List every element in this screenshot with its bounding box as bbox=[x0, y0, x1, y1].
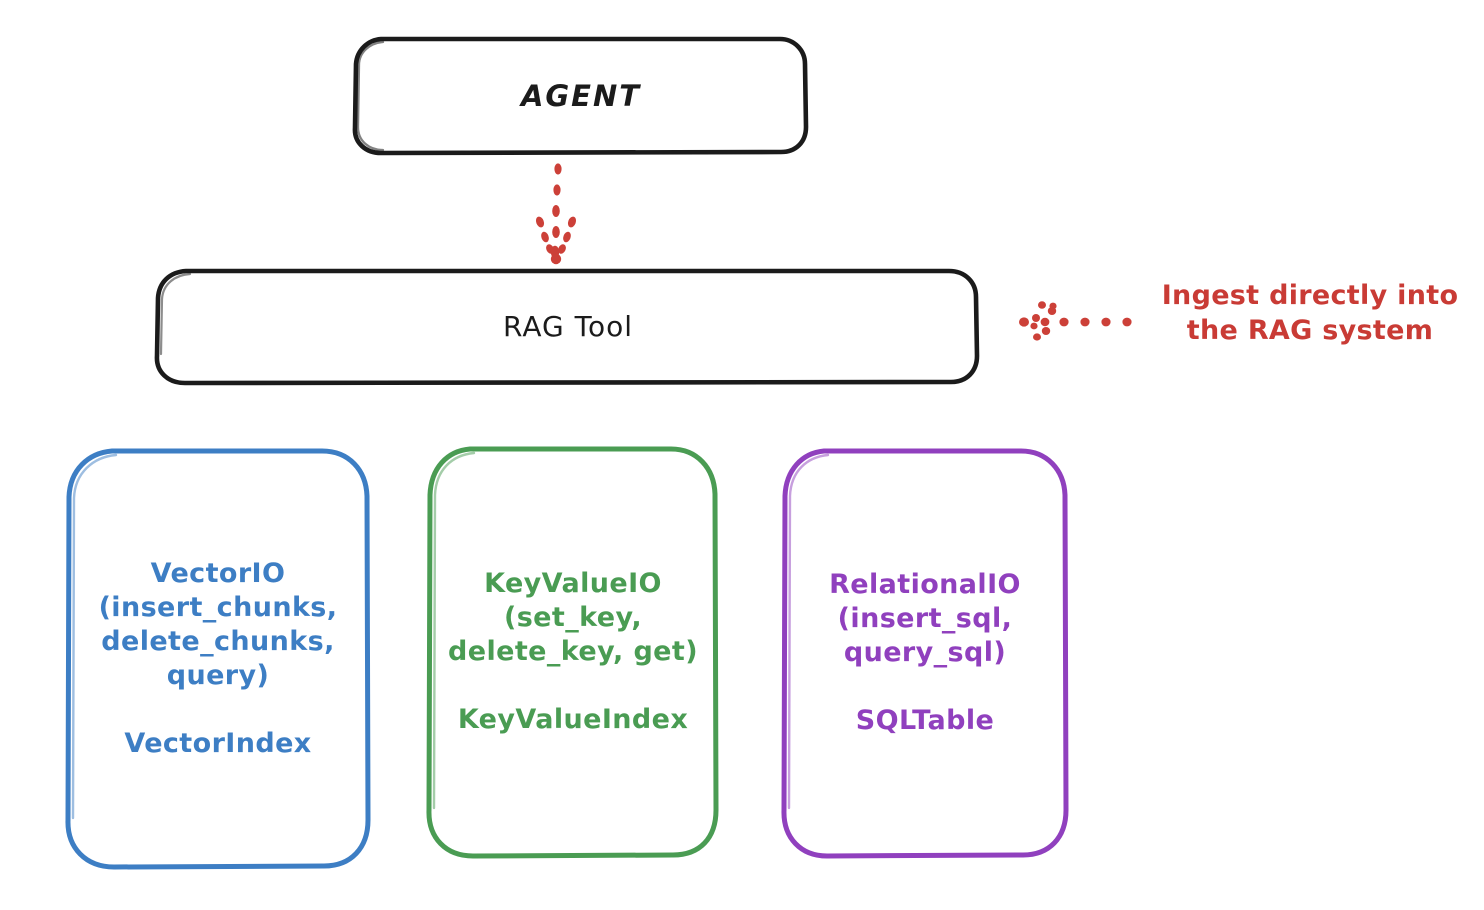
vector-io-label: VectorIO (insert_chunks, delete_chunks, … bbox=[98, 557, 338, 760]
agent-label: AGENT bbox=[520, 78, 642, 113]
agent-to-rag-connector-icon bbox=[535, 163, 577, 265]
key-value-io-node[interactable]: KeyValueIO (set_key, delete_key, get) Ke… bbox=[429, 448, 717, 856]
ingest-annotation: Ingest directly into the RAG system bbox=[1145, 278, 1475, 348]
rag-tool-node[interactable]: RAG Tool bbox=[157, 270, 979, 384]
key-value-io-label: KeyValueIO (set_key, delete_key, get) Ke… bbox=[448, 567, 698, 736]
vector-io-box-outline bbox=[65, 448, 371, 870]
vector-io-node[interactable]: VectorIO (insert_chunks, delete_chunks, … bbox=[68, 450, 368, 868]
relational-io-box-outline bbox=[781, 448, 1069, 859]
ingest-arrow-icon bbox=[1019, 301, 1132, 341]
relational-io-label: RelationalIO (insert_sql, query_sql) SQL… bbox=[829, 568, 1021, 737]
agent-box-outline bbox=[352, 36, 809, 156]
ingest-annotation-text: Ingest directly into the RAG system bbox=[1161, 280, 1459, 347]
key-value-io-box-outline bbox=[426, 446, 719, 859]
rag-tool-label: RAG Tool bbox=[503, 310, 633, 344]
agent-node[interactable]: AGENT bbox=[355, 38, 807, 154]
rag-tool-box-outline bbox=[154, 268, 980, 386]
relational-io-node[interactable]: RelationalIO (insert_sql, query_sql) SQL… bbox=[784, 450, 1066, 856]
